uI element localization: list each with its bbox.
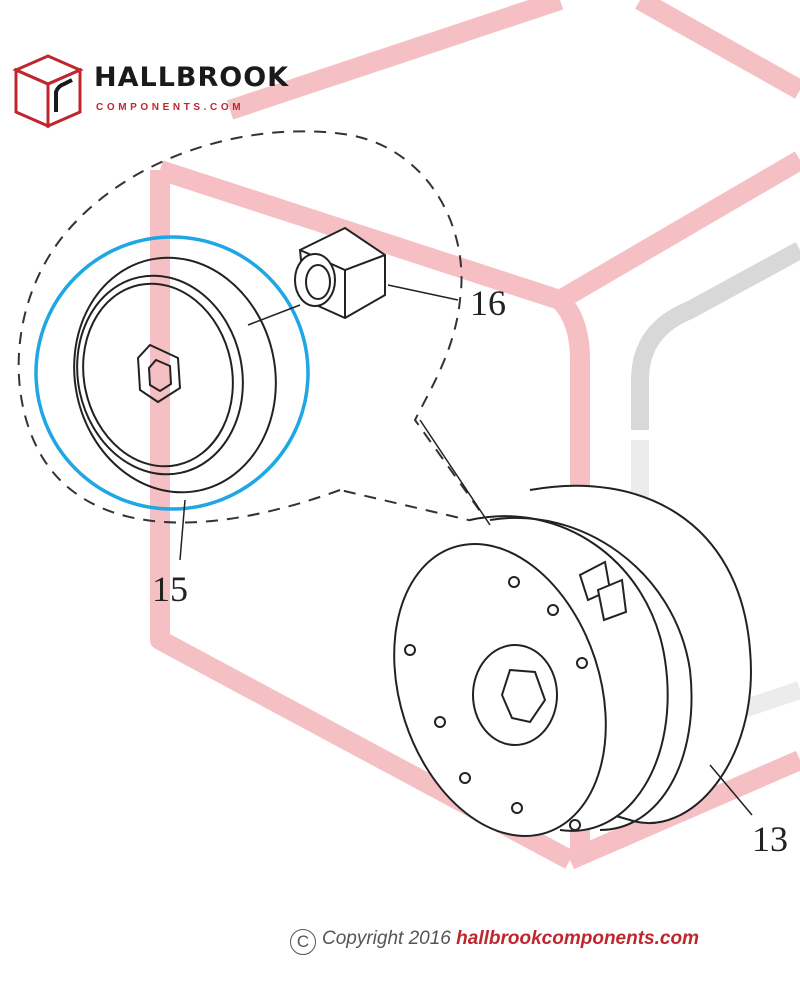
copyright-footer: C Copyright 2016 hallbrookcomponents.com xyxy=(290,928,699,955)
highlight-circle xyxy=(34,235,310,511)
brand-name: HALLBROOK xyxy=(94,62,290,93)
copyright-icon: C xyxy=(290,929,316,955)
callout-13: 13 xyxy=(752,819,788,859)
leader-lines xyxy=(179,284,753,816)
part-13-flywheel xyxy=(393,484,752,837)
brand-logo: HALLBROOK COMPONENTS.COM xyxy=(12,52,292,132)
callout-16: 16 xyxy=(470,283,506,323)
part-16-hex-nut xyxy=(294,226,386,320)
brand-tagline: COMPONENTS.COM xyxy=(96,102,245,113)
part-15-cap xyxy=(73,256,277,494)
callout-15: 15 xyxy=(152,569,188,609)
detail-bubble xyxy=(17,130,493,527)
copyright-site: hallbrookcomponents.com xyxy=(456,928,699,949)
cube-logo-icon xyxy=(12,54,84,129)
copyright-text: Copyright 2016 xyxy=(322,928,451,949)
